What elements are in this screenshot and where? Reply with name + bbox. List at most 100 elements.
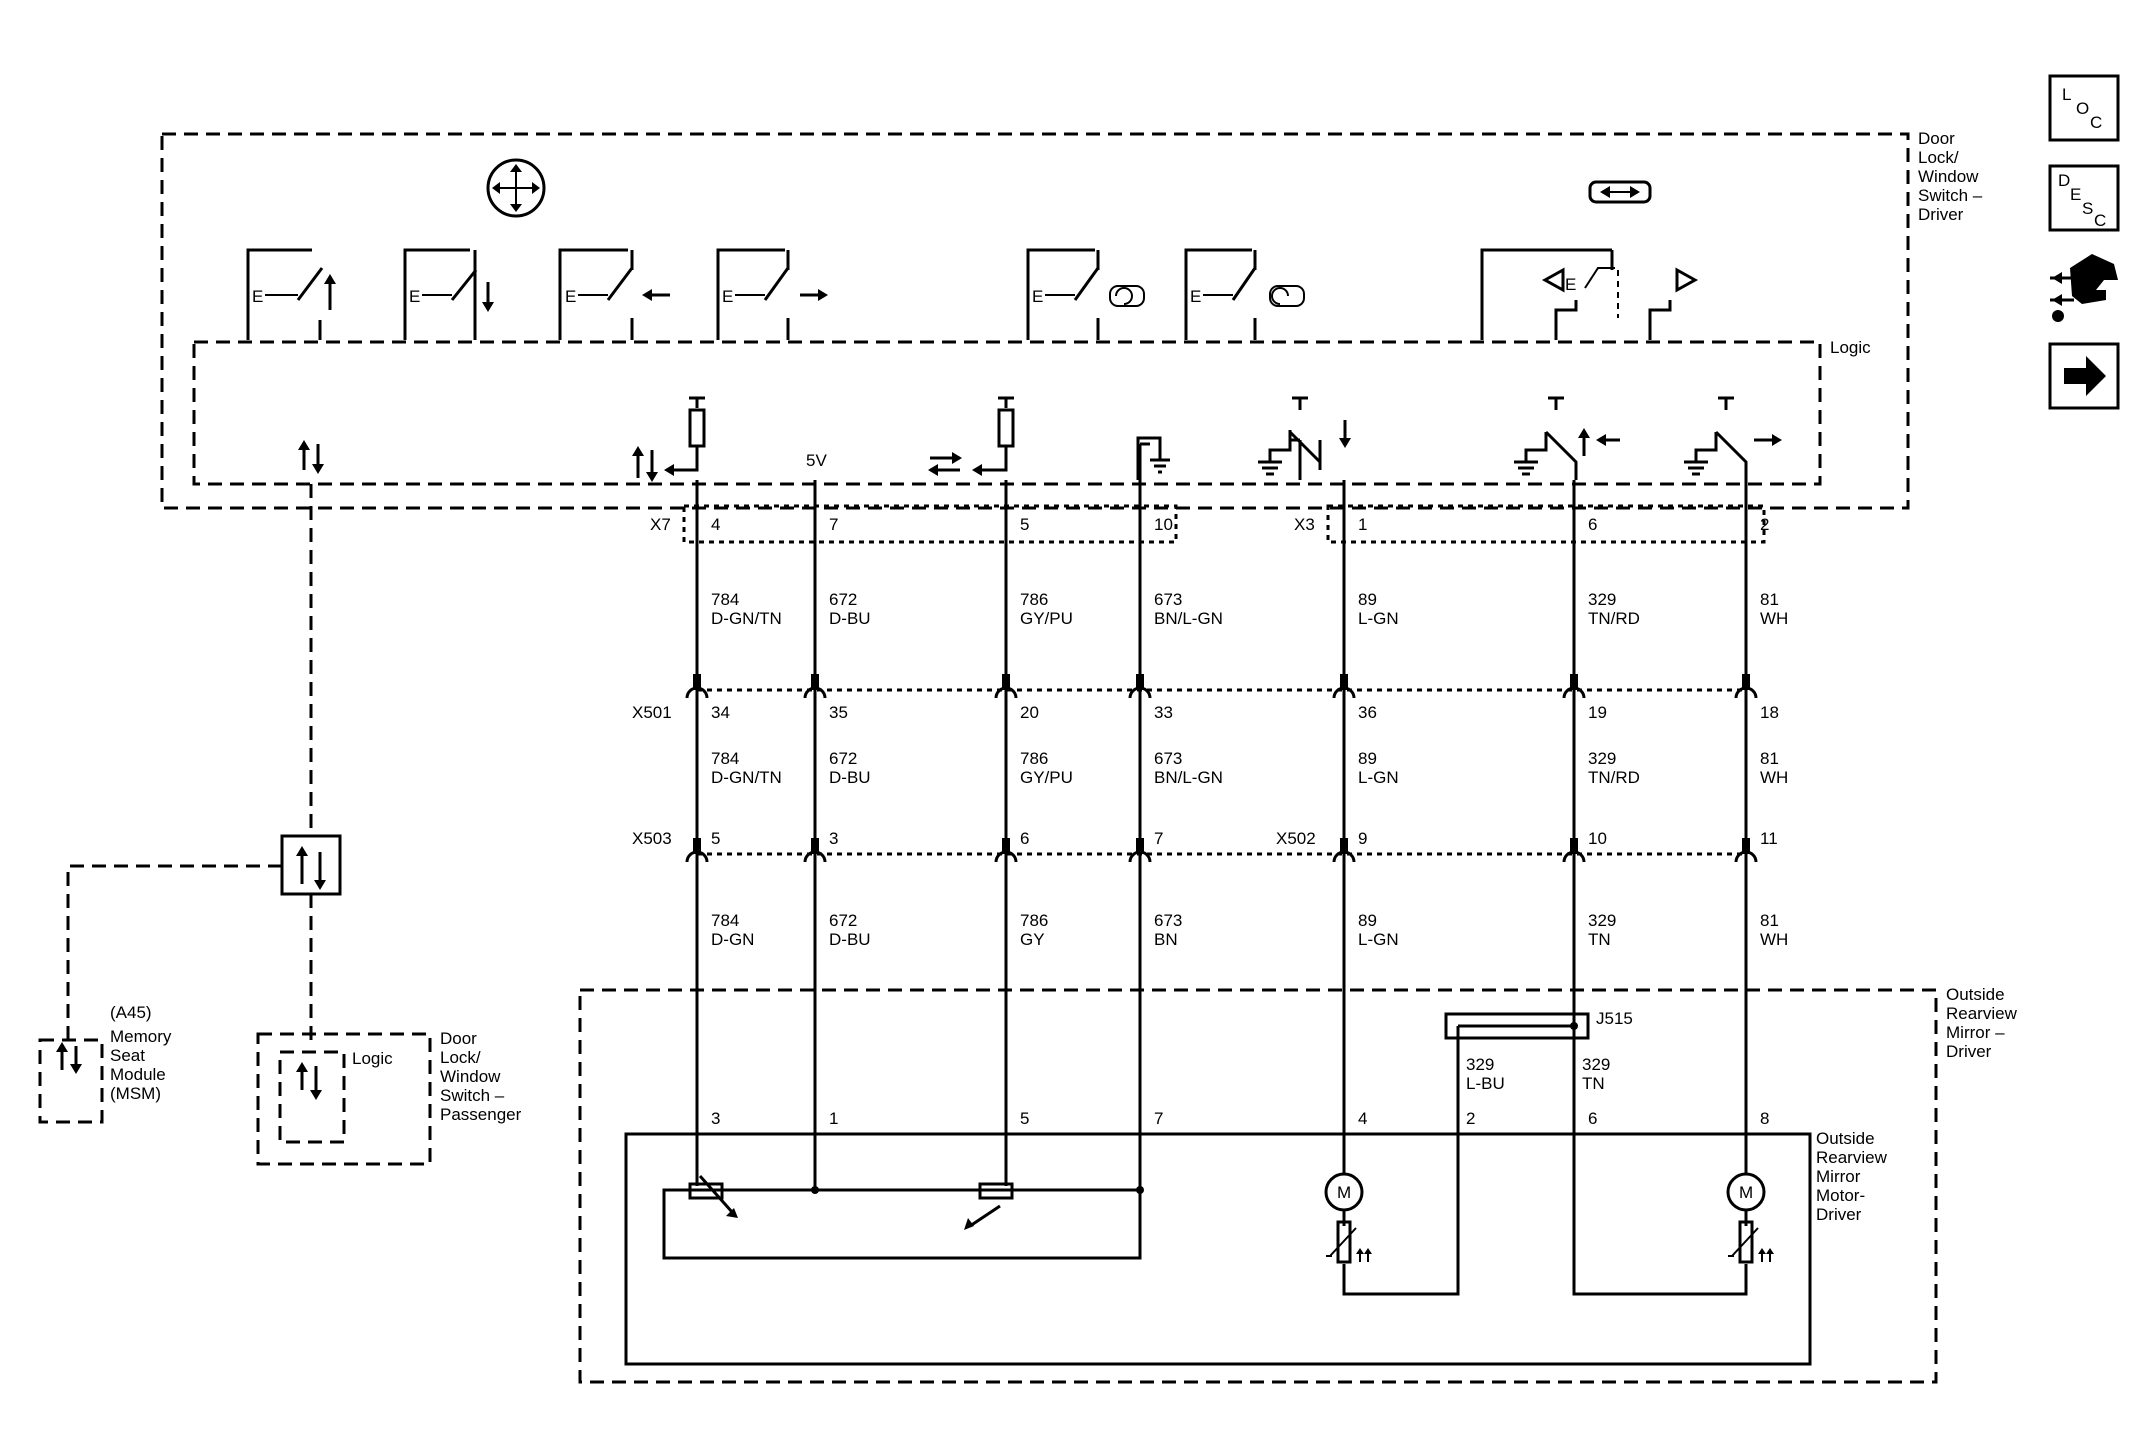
next-page-button[interactable] (2048, 342, 2120, 410)
msm-label-3: Seat (110, 1046, 145, 1065)
pullup-resistor-1 (632, 396, 706, 482)
motor-label-4: Motor- (1816, 1186, 1865, 1205)
wire-number: 89 (1358, 911, 1377, 930)
wire-number: 81 (1760, 590, 1779, 609)
pin-x503-x502: 6 (1020, 829, 1029, 848)
wire-number: 329 (1588, 749, 1616, 768)
pin-top: 6 (1588, 515, 1597, 534)
wire-number: 672 (829, 749, 857, 768)
connector-pin (693, 838, 701, 854)
switch-left: E (558, 248, 670, 340)
pin-top: 1 (1358, 515, 1367, 534)
pin-x501: 20 (1020, 703, 1039, 722)
svg-text:O: O (2076, 99, 2089, 118)
wire-color: TN/RD (1588, 768, 1640, 787)
connector-pin (1136, 838, 1144, 854)
location-button[interactable]: L O C (2048, 74, 2120, 142)
memory-seat-module: (A45) Memory Seat Module (MSM) (38, 1003, 172, 1124)
splice-left-wire-number: 329 (1466, 1055, 1494, 1074)
pin-mirror: 6 (1588, 1109, 1597, 1128)
connector-x502: X502 (1276, 829, 1316, 848)
driver-switch-module: Door Lock/ Window Switch – Driver Logic … (160, 129, 1983, 510)
splice-right-wire-color: TN (1582, 1074, 1605, 1093)
connector-pin (1742, 838, 1750, 854)
passenger-switch-label-1: Door (440, 1029, 477, 1048)
connector-pin (1340, 838, 1348, 854)
wire-number: 786 (1020, 749, 1048, 768)
wire-number: 672 (829, 911, 857, 930)
pin-top: 5 (1020, 515, 1029, 534)
logic-label: Logic (1830, 338, 1871, 357)
wire-number: 329 (1588, 590, 1616, 609)
connector-pin (693, 674, 701, 690)
wire-number: 784 (711, 590, 739, 609)
pin-x503-x502: 7 (1154, 829, 1163, 848)
connector-pin (1742, 674, 1750, 690)
mirror-label-3: Mirror – (1946, 1023, 2005, 1042)
circuit-wires: 4784D-GN/TN34784D-GN/TN5784D-GN37672D-BU… (685, 442, 1788, 1134)
outside-mirror-module: Outside Rearview Mirror – Driver Outside… (578, 948, 2018, 1384)
svg-text:D: D (2058, 171, 2070, 190)
wire-color: D-BU (829, 930, 871, 949)
connector-pin (1002, 838, 1010, 854)
connector-pin (1570, 838, 1578, 854)
svg-text:E: E (722, 287, 733, 306)
pin-x503-x502: 10 (1588, 829, 1607, 848)
pin-x503-x502: 11 (1760, 829, 1778, 848)
driver-switch-label-4: Switch – (1918, 186, 1983, 205)
pin-x501: 18 (1760, 703, 1779, 722)
splice-right-wire-number: 329 (1582, 1055, 1610, 1074)
wire-number: 81 (1760, 911, 1779, 930)
wire-color: BN/L-GN (1154, 609, 1223, 628)
connector-x7: X7 (650, 515, 671, 534)
msm-label-5: (MSM) (110, 1084, 161, 1103)
wire-color: TN (1588, 930, 1611, 949)
connector-view-button[interactable] (2050, 246, 2118, 322)
wire-color: BN/L-GN (1154, 768, 1223, 787)
pin-mirror: 8 (1760, 1109, 1769, 1128)
wire-number: 81 (1760, 749, 1779, 768)
pin-x503-x502: 3 (829, 829, 838, 848)
pin-x501: 33 (1154, 703, 1173, 722)
driver-switch-label-2: Lock/ (1918, 148, 1959, 167)
svg-text:E: E (409, 287, 420, 306)
wire-color: D-BU (829, 768, 871, 787)
pin-x501: 34 (711, 703, 730, 722)
wire-color: L-GN (1358, 768, 1399, 787)
wire-color: D-GN (711, 930, 754, 949)
passenger-switch-label-5: Passenger (440, 1105, 522, 1124)
loc-icon: L O C (2062, 85, 2102, 132)
passenger-logic-label: Logic (352, 1049, 393, 1068)
wire-color: L-GN (1358, 930, 1399, 949)
svg-text:E: E (1565, 275, 1576, 294)
msm-label-4: Module (110, 1065, 166, 1084)
passenger-switch-label-3: Window (440, 1067, 501, 1086)
svg-text:E: E (1190, 287, 1201, 306)
driver-circuit-6 (1514, 396, 1620, 480)
passenger-switch-label-2: Lock/ (440, 1048, 481, 1067)
pin-x501: 35 (829, 703, 848, 722)
wire-number: 786 (1020, 911, 1048, 930)
svg-text:L: L (2062, 85, 2071, 104)
description-button[interactable]: D E S C (2048, 164, 2120, 232)
splice-left-wire-color: L-BU (1466, 1074, 1505, 1093)
motor-label-3: Mirror (1816, 1167, 1861, 1186)
wire-color: TN/RD (1588, 609, 1640, 628)
connector-x501: X501 (632, 703, 672, 722)
pin-x501: 36 (1358, 703, 1377, 722)
switch-up: E (246, 248, 336, 340)
pin-top: 10 (1154, 515, 1173, 534)
ground-symbol-1 (1136, 436, 1170, 480)
connector-pin (811, 838, 819, 854)
msm-label-1: (A45) (110, 1003, 152, 1022)
switch-down: E (403, 248, 494, 340)
serial-data-line (66, 484, 342, 1040)
driver-switch-label-1: Door (1918, 129, 1955, 148)
wire-color: WH (1760, 609, 1788, 628)
motor-1-label: M (1337, 1183, 1351, 1202)
